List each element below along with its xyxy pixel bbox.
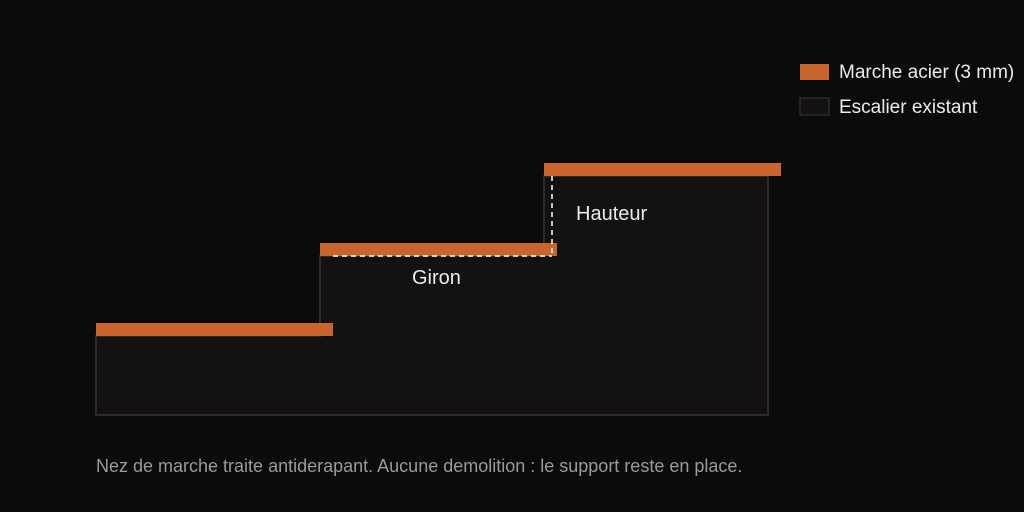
legend-steel-tread-label: Marche acier (3 mm)	[839, 62, 1014, 83]
steel-tread-3	[544, 163, 781, 176]
tread-depth-label: Giron	[412, 267, 461, 289]
legend-steel-tread-swatch	[800, 64, 829, 80]
existing-stair-shape	[95, 175, 769, 416]
legend-existing-stair-swatch	[799, 97, 830, 116]
legend: Marche acier (3 mm) Escalier existant	[799, 62, 1014, 118]
steel-tread-2	[320, 243, 557, 256]
riser-height-label: Hauteur	[576, 203, 647, 225]
steel-tread-1	[96, 323, 333, 336]
diagram-caption: Nez de marche traite antiderapant. Aucun…	[96, 456, 742, 476]
legend-existing-stair-label: Escalier existant	[839, 97, 978, 118]
